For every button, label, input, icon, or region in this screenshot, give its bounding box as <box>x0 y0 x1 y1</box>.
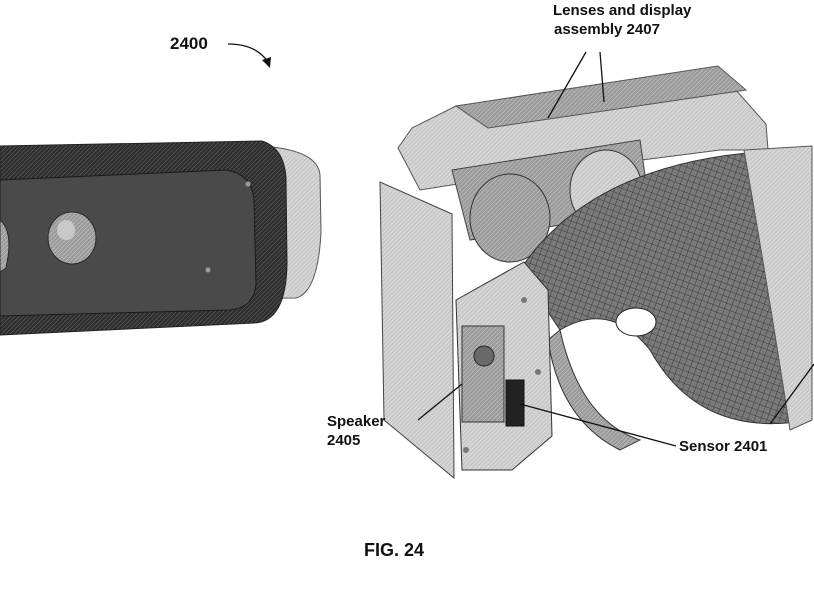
headset-front-screw <box>205 267 211 273</box>
figure-reference-number: 2400 <box>170 34 208 53</box>
lens-assembly-left <box>469 173 551 263</box>
bracket-screw <box>463 447 469 453</box>
sensor-module <box>505 379 525 427</box>
headset-front-view <box>0 140 322 336</box>
headset-front-left-lens-edge <box>0 219 10 273</box>
headset-front-screw <box>245 181 251 187</box>
nose-bridge-curve <box>547 329 642 451</box>
leader-lines <box>227 43 814 447</box>
housing-top-panel <box>454 65 748 129</box>
headset-internal-view <box>379 65 813 480</box>
bracket-screw <box>521 297 527 303</box>
headset-front-lens <box>47 211 97 265</box>
housing-left-panel <box>379 181 455 480</box>
speaker-module <box>461 325 505 423</box>
sensor-leader <box>519 403 677 447</box>
cushion-leader <box>769 363 814 425</box>
housing-rear-wall <box>397 71 769 191</box>
speaker-callout-line1: Speaker <box>327 413 386 430</box>
eye-opening <box>615 307 657 337</box>
speaker-callout-line2: 2405 <box>327 432 361 449</box>
speaker-leader <box>417 383 463 421</box>
headset-front-inner-panel <box>0 169 257 317</box>
speaker-icon <box>473 345 495 367</box>
sensor-callout: Sensor 2401 <box>679 438 768 455</box>
headset-front-lens-highlight <box>57 220 75 240</box>
face-cushion-outer-band <box>743 145 813 431</box>
bracket-screw <box>535 369 541 375</box>
lenses-leader-1 <box>547 51 587 119</box>
reference-arrow <box>227 43 269 63</box>
lenses-leader-2 <box>599 51 605 103</box>
lenses-callout-line2: assembly 2407 <box>554 21 660 38</box>
lenses-callout-line1: Lenses and display <box>553 2 692 19</box>
figure-caption: FIG. 24 <box>364 540 425 560</box>
speaker-callout: Speaker 2405 <box>327 412 385 450</box>
lenses-display-callout: Lenses and display assembly 2407 <box>553 1 691 39</box>
reference-arrowhead <box>262 57 271 68</box>
